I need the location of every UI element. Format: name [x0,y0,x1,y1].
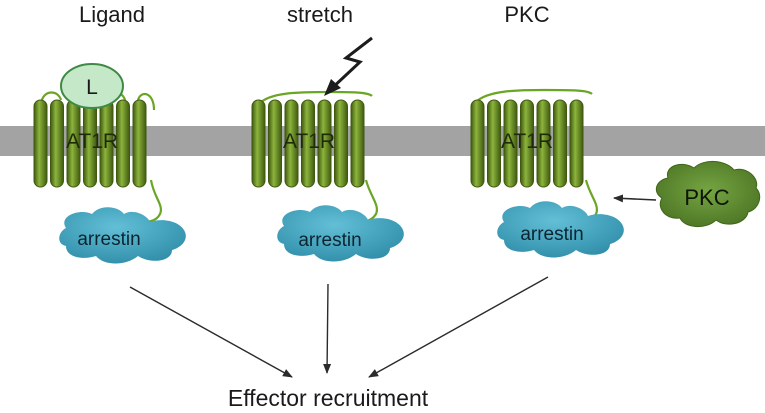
extracellular-loops [475,88,593,103]
mechanical-stretch-arrow [324,36,373,96]
pkc-kinase: PKC [655,161,761,227]
arrestin-label: arrestin [298,230,361,251]
at1r-label: AT1R [283,130,335,153]
ligand: L [60,63,124,109]
helix-2 [487,99,501,188]
helix-5 [317,99,332,188]
effector-recruitment-label: Effector recruitment [228,385,429,411]
transmembrane-helices [33,99,147,188]
arrow-pkc-to-effector [368,276,549,378]
arrestin-label: arrestin [77,229,140,250]
stretch-title: stretch [287,2,353,27]
at1r-label: AT1R [501,130,553,153]
arrestin-2: arrestin [277,205,404,262]
helix-6 [334,99,348,188]
pkc-title: PKC [504,2,549,27]
helix-2 [50,99,64,188]
at1r-receptor-ligand: AT1R L [33,63,162,223]
at1r-receptor-stretch: AT1R [251,36,378,223]
helix-5 [536,99,551,188]
helix-7 [132,99,147,188]
ligand-title: Ligand [79,2,145,27]
helix-3 [284,99,299,188]
helix-1 [251,99,266,188]
helix-7 [350,99,365,188]
at1r-receptor-pkc: AT1R [470,88,598,223]
arrestin-shape [497,201,624,258]
pkc-shape [655,161,761,227]
helix-6 [553,99,567,188]
helix-6 [116,99,130,188]
helix-4 [520,99,534,188]
ligand-circle [60,63,124,109]
helix-1 [470,99,485,188]
arrow-stretch-to-effector [323,283,332,374]
pkc-to-receptor-arrow [613,194,657,203]
helix-1 [33,99,48,188]
arrestin-shape [277,205,404,262]
c-terminal-tail [140,179,162,223]
helix-3 [503,99,518,188]
transmembrane-helices [251,99,365,188]
arrow-ligand-to-effector [129,286,293,378]
arrestin-3: arrestin [497,201,624,258]
helix-4 [301,99,315,188]
arrestin-label: arrestin [520,224,583,245]
helix-7 [569,99,584,188]
arrestin-1: arrestin [59,207,186,264]
helix-2 [268,99,282,188]
ligand-label: L [86,76,98,99]
arrestin-shape [59,207,186,264]
pkc-label: PKC [684,185,729,210]
at1r-label: AT1R [66,130,118,153]
transmembrane-helices [470,99,584,188]
